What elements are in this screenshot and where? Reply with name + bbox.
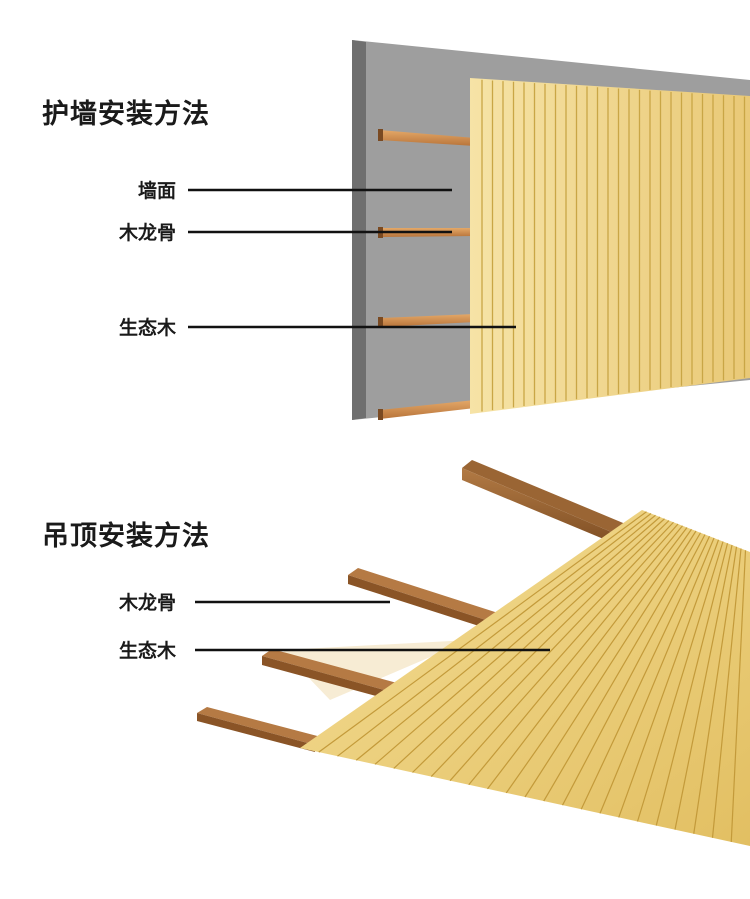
ceiling-panel-groove — [580, 535, 711, 810]
ceiling-panel-groove — [412, 520, 670, 773]
ceiling-panel-groove — [636, 541, 724, 822]
ceiling-keel — [348, 568, 520, 628]
ceiling-panel-groove — [449, 523, 679, 782]
ceiling-illustration — [197, 460, 750, 846]
ceiling-beam — [462, 460, 640, 540]
ceiling-panel-groove — [524, 530, 697, 798]
ceiling-panel-groove — [618, 539, 720, 818]
ceiling-panel-groove — [730, 550, 747, 842]
ceiling-backing — [282, 640, 470, 700]
ceiling-panel-groove — [430, 521, 674, 777]
ceiling-panel-groove — [561, 534, 706, 806]
ceiling-panel-groove — [505, 528, 692, 794]
wall-keel-end — [378, 317, 383, 328]
ceiling-panel-groove — [393, 518, 665, 769]
ceiling-keel-face — [197, 713, 315, 752]
ceiling-panel-groove — [599, 537, 715, 814]
wall-keel-end — [378, 129, 383, 141]
ceiling-panel-groove — [693, 546, 738, 834]
wall-keel — [380, 400, 475, 419]
label-wall-panel: 生态木 — [118, 317, 176, 339]
label-ceiling-keel: 木龙骨 — [118, 592, 176, 614]
leader-lines — [188, 188, 550, 652]
wall-keel-end — [378, 409, 383, 420]
ceiling-beam-face — [462, 468, 630, 550]
ceiling-keel — [197, 707, 325, 745]
wall-slab-edge — [352, 40, 366, 420]
ceiling-panel-groove — [355, 514, 656, 761]
wall-section-title: 护墙安装方法 — [42, 99, 210, 130]
wall-panel-grooves — [481, 79, 746, 412]
ceiling-panel-groove — [674, 544, 733, 830]
wall-illustration — [352, 40, 750, 420]
ceiling-panel-groove — [487, 527, 688, 790]
ceiling-section-title: 吊顶安装方法 — [42, 521, 210, 552]
wall-panel — [470, 78, 750, 414]
ceiling-panel-groove — [468, 525, 683, 786]
ceiling-panel-grooves — [318, 511, 747, 842]
ceiling-panel-groove — [374, 516, 661, 765]
label-wall-surface: 墙面 — [137, 180, 176, 202]
label-wall-keel: 木龙骨 — [118, 222, 176, 244]
ceiling-panel-groove — [655, 543, 729, 826]
ceiling-keel-face — [348, 575, 510, 636]
ceiling-panel-groove — [318, 511, 647, 753]
ceiling-panel-groove — [711, 548, 742, 838]
label-ceiling-panel: 生态木 — [118, 640, 176, 662]
wall-keel — [380, 314, 475, 327]
wall-keel — [380, 130, 475, 146]
ceiling-panel-groove — [543, 532, 702, 802]
ceiling-panel-groove — [337, 513, 652, 757]
